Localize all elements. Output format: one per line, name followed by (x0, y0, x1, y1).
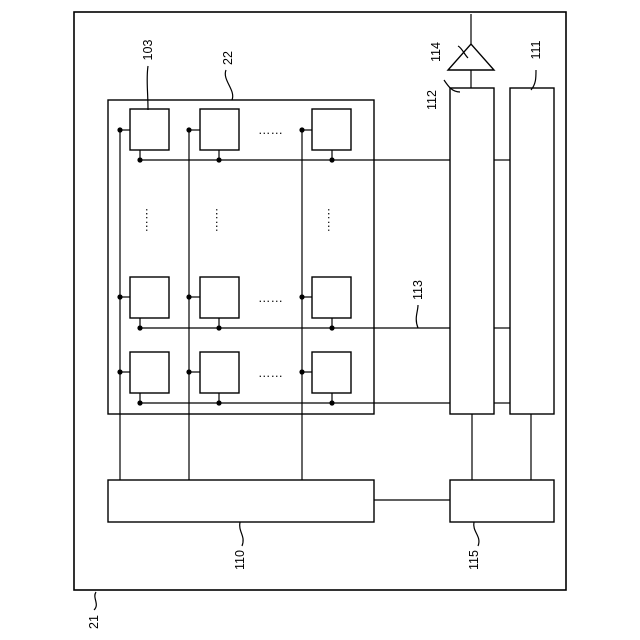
col2-ellipsis: …… (213, 208, 227, 233)
pixel-r3-c1 (130, 352, 169, 393)
label-22: 22 (221, 51, 235, 65)
pixel-r3-c2 (200, 352, 239, 393)
pixel-r2-c1 (130, 277, 169, 318)
pixel-r1-c2 (200, 109, 239, 150)
junction-dot (329, 325, 334, 330)
label-115: 115 (467, 550, 481, 570)
leader-113 (416, 305, 418, 328)
label-111: 111 (529, 40, 543, 59)
junction-dot (216, 325, 221, 330)
amplifier-114-icon (448, 44, 494, 70)
label-114: 114 (429, 42, 443, 62)
leader-111 (531, 70, 536, 90)
junction-dot (299, 369, 304, 374)
junction-dot (186, 369, 191, 374)
junction-dot (137, 157, 142, 162)
row2-ellipsis: …… (258, 291, 283, 305)
pixel-r2-c2 (200, 277, 239, 318)
block-110 (108, 480, 374, 522)
block-115 (450, 480, 554, 522)
junction-dot (117, 369, 122, 374)
junction-dot (216, 400, 221, 405)
col1-ellipsis: …… (143, 208, 157, 233)
leader-110 (240, 522, 243, 546)
pixel-r2-c3 (312, 277, 351, 318)
junction-dot (186, 127, 191, 132)
junction-dot (299, 127, 304, 132)
row1-ellipsis: …… (258, 123, 283, 137)
label-21: 21 (87, 615, 101, 629)
row3-ellipsis: …… (258, 366, 283, 380)
inter-block-lines (494, 160, 510, 403)
junction-dot (137, 325, 142, 330)
junction-dot (329, 157, 334, 162)
label-113: 113 (411, 280, 425, 300)
junction-dot (117, 294, 122, 299)
junction-dot (216, 157, 221, 162)
leader-21 (94, 592, 96, 610)
col3-ellipsis: …… (325, 208, 339, 233)
pixel-r1-c3 (312, 109, 351, 150)
junction-dot (329, 400, 334, 405)
block-112 (450, 88, 494, 414)
block-111 (510, 88, 554, 414)
junction-dot (117, 127, 122, 132)
junction-dot (299, 294, 304, 299)
leader-115 (474, 522, 479, 546)
junction-dot (137, 400, 142, 405)
pixel-r3-c3 (312, 352, 351, 393)
leader-22 (225, 70, 232, 100)
label-103: 103 (141, 40, 155, 61)
pixel-r1-c1 (130, 109, 169, 150)
junction-dot (186, 294, 191, 299)
label-110: 110 (233, 550, 247, 570)
label-112: 112 (425, 90, 439, 110)
